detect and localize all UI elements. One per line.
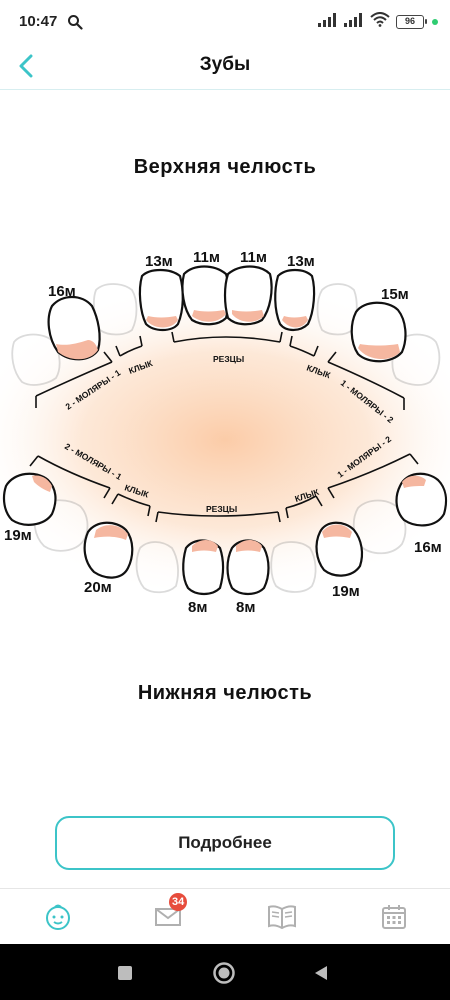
tooth-label-l-l1: 19м	[4, 527, 32, 544]
system-back-button[interactable]	[308, 960, 334, 986]
nav-calendar[interactable]	[378, 901, 410, 933]
notification-dot	[432, 19, 438, 25]
upper-jaw-title: Верхняя челюсть	[133, 156, 317, 178]
mouth-glow	[0, 280, 450, 600]
gum-l-l5	[192, 540, 218, 552]
gum-u-l5	[192, 310, 226, 322]
gum-l-l1	[32, 475, 52, 492]
lower-brackets	[29, 453, 419, 523]
gum-u-r5	[232, 310, 264, 322]
nav-messages[interactable]: 34	[152, 893, 188, 933]
chevron-left-icon	[19, 54, 33, 78]
tooth-u-r5	[223, 265, 273, 326]
nav-baby[interactable]	[42, 901, 74, 933]
tooth-u-l1	[11, 333, 61, 386]
gum-u-l4	[146, 316, 178, 328]
home-button[interactable]	[211, 960, 237, 986]
tooth-label-l-l3: 20м	[84, 579, 112, 596]
mail-icon	[155, 908, 181, 926]
book-icon	[268, 905, 296, 930]
tooth-label-l-r1: 16м	[414, 539, 442, 556]
gum-l-l3	[94, 525, 128, 540]
lower-jaw-title: Нижняя челюсть	[137, 682, 313, 704]
tooth-label-l-r3: 19м	[332, 583, 360, 600]
back-triangle-icon	[315, 966, 327, 980]
search-icon	[67, 14, 83, 35]
gum-l-r1	[402, 475, 426, 488]
gum-l-r3	[322, 524, 352, 538]
more-button[interactable]: Подробнее	[55, 816, 395, 870]
messages-badge: 34	[169, 893, 188, 911]
page-title: Зубы	[199, 54, 251, 75]
tooth-label-u-l5: 11м	[193, 249, 220, 266]
lower-teeth	[2, 472, 448, 596]
app-header: Зубы	[0, 44, 450, 90]
tooth-l-l4	[135, 541, 179, 594]
gum-u-r2	[358, 344, 400, 360]
tooth-label-u-l4: 13м	[145, 253, 173, 270]
recents-button[interactable]	[112, 960, 138, 986]
tooth-u-l4	[138, 268, 184, 332]
back-button[interactable]	[8, 48, 44, 84]
gum-l-r5	[236, 540, 262, 552]
recents-square-icon	[118, 966, 132, 980]
tooth-label-u-r4: 13м	[287, 253, 315, 270]
tooth-u-r4	[274, 268, 316, 332]
upper-teeth	[11, 265, 441, 386]
tooth-u-l3	[93, 283, 138, 336]
upper-brackets	[35, 331, 405, 410]
system-nav-bar	[0, 944, 450, 1000]
status-bar: 10:47 96	[0, 0, 450, 44]
gum-u-l2	[56, 340, 98, 360]
status-time: 10:47	[19, 13, 58, 30]
tooth-label-l-l5: 8м	[188, 599, 207, 616]
gum-u-r4	[282, 316, 308, 328]
battery-icon: 96	[396, 15, 427, 29]
bottom-nav: 34	[0, 888, 450, 944]
tooth-label-l-r5: 8м	[236, 599, 255, 616]
tooth-l-r4	[270, 541, 317, 593]
tooth-u-l5	[181, 265, 231, 326]
signal-icon	[344, 12, 364, 32]
teeth-diagram: 2 - МОЛЯРЫ - 1 КЛЫК РЕЗЦЫ КЛЫК 1 - МОЛЯР…	[0, 249, 450, 616]
wifi-icon	[370, 12, 390, 32]
home-circle-icon	[213, 962, 235, 984]
baby-icon	[46, 904, 70, 930]
signal-icon	[318, 12, 338, 32]
upper-incisors-label: РЕЗЦЫ	[213, 354, 244, 364]
tooth-label-u-r5: 11м	[240, 249, 267, 266]
lower-incisors-label: РЕЗЦЫ	[206, 504, 237, 514]
tooth-label-u-l2: 16м	[48, 283, 76, 300]
upper-tooth-labels: 16м 13м 11м 11м 13м 15м	[48, 249, 409, 303]
nav-library[interactable]	[266, 901, 298, 933]
lower-tooth-labels: 19м 20м 8м 8м 19м 16м	[4, 527, 442, 616]
tooth-label-u-r2: 15м	[381, 286, 409, 303]
calendar-icon	[382, 905, 406, 929]
